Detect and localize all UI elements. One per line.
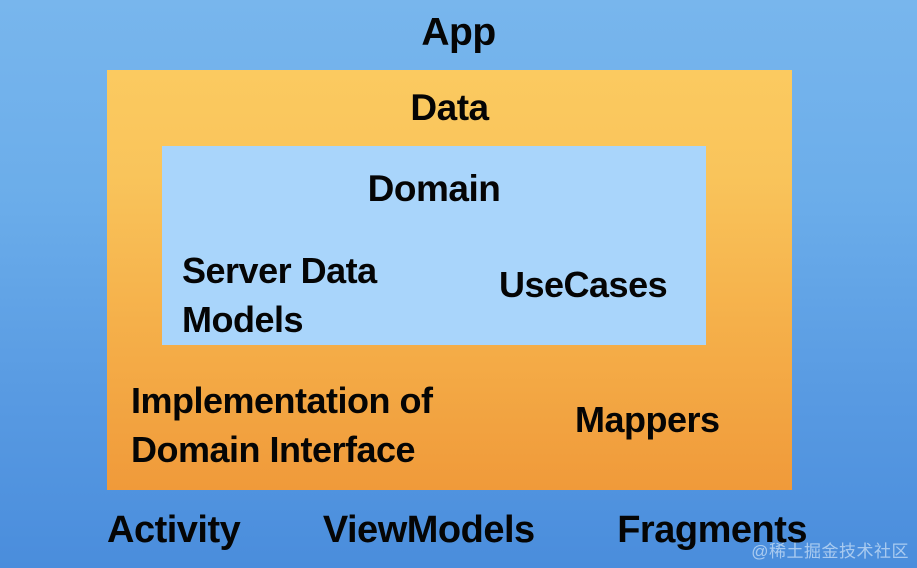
app-layer-title: App: [421, 11, 496, 54]
presentation-item-fragments: Fragments: [617, 509, 807, 551]
domain-server-data-models-label: Server Data Models: [182, 250, 377, 340]
domain-layer-title: Domain: [367, 168, 501, 209]
presentation-item-activity: Activity: [107, 509, 241, 551]
domain-layer-box: Domain Server Data Models UseCases: [162, 146, 706, 345]
data-mappers-label: Mappers: [575, 399, 720, 440]
presentation-item-viewmodels: ViewModels: [322, 509, 535, 551]
data-implementation-label: Implementation of Domain Interface: [131, 380, 433, 470]
domain-usecases-label: UseCases: [499, 264, 668, 305]
data-layer-box: Data Domain Server Data Models UseCases …: [107, 70, 792, 490]
presentation-layer-row: Activity ViewModels Fragments: [107, 505, 807, 555]
data-layer-title: Data: [410, 87, 489, 128]
